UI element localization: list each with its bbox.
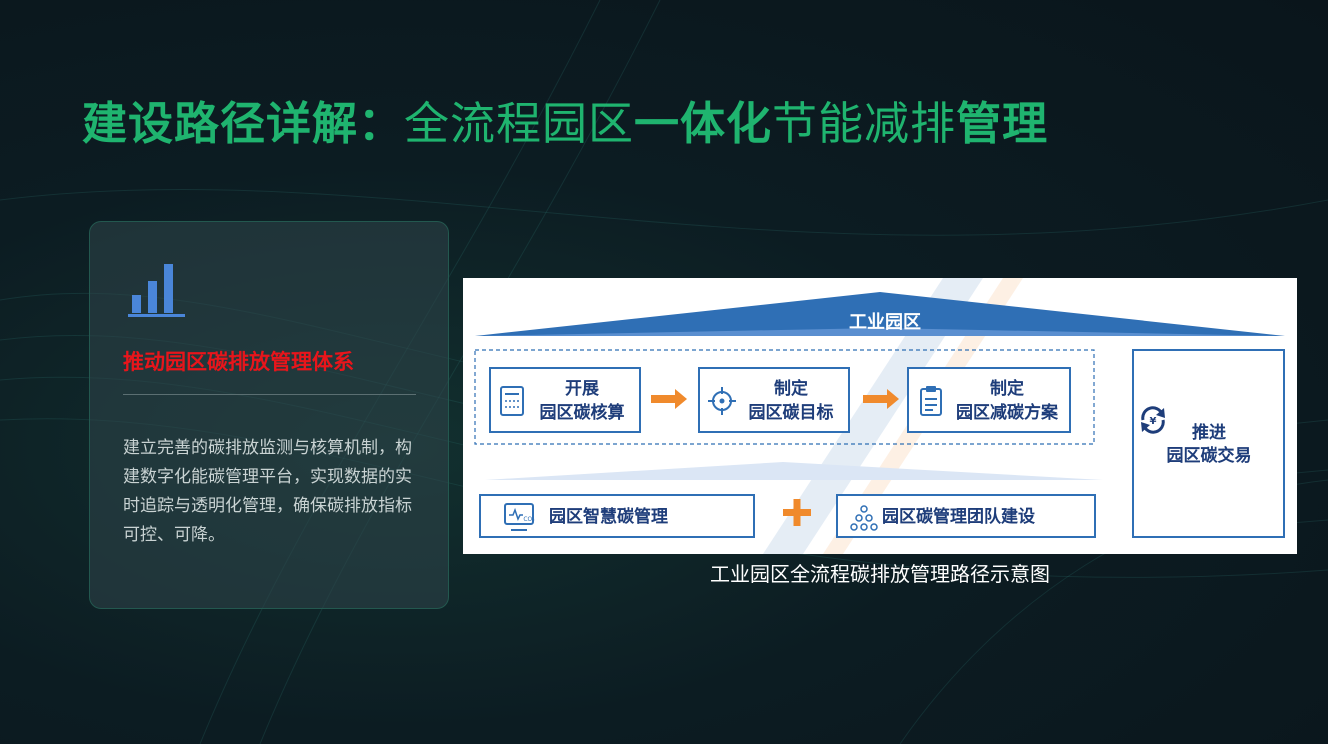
title-part2: 全流程园区 bbox=[404, 97, 635, 150]
step3-line2: 园区减碳方案 bbox=[956, 403, 1058, 423]
step-reduction-plan: 制定 园区减碳方案 bbox=[907, 367, 1071, 433]
smart-label: 园区智慧碳管理 bbox=[549, 507, 668, 527]
card-description: 建立完善的碳排放监测与核算机制，构建数字化能碳管理平台，实现数据的实时追踪与透明… bbox=[123, 438, 412, 545]
calculator-icon bbox=[500, 386, 524, 416]
title-part3: 一体化 bbox=[634, 97, 773, 150]
clipboard-icon bbox=[920, 386, 942, 416]
bar-chart-icon bbox=[128, 264, 185, 317]
step2-line1: 制定 bbox=[774, 379, 808, 399]
step-carbon-accounting: 开展 园区碳核算 bbox=[489, 367, 641, 433]
carbon-trading-box: ¥ 推进 园区碳交易 bbox=[1132, 349, 1285, 538]
roof-label: 工业园区 bbox=[849, 312, 921, 333]
info-card: 推动园区碳排放管理体系 建立完善的碳排放监测与核算机制，构建数字化能碳管理平台，… bbox=[89, 221, 449, 609]
trade-line2: 园区碳交易 bbox=[1166, 446, 1252, 466]
page-title: 建设路径详解：全流程园区一体化节能减排管理 bbox=[82, 92, 1048, 156]
step1-line1: 开展 bbox=[565, 379, 599, 399]
step2-line2: 园区碳目标 bbox=[748, 403, 834, 423]
step3-line1: 制定 bbox=[990, 379, 1024, 399]
step1-line2: 园区碳核算 bbox=[539, 403, 625, 423]
title-part4: 节能减排 bbox=[772, 97, 957, 150]
target-icon bbox=[708, 387, 736, 415]
path-diagram: 工业园区 开展 园区碳核算 制定 园区碳目标 制定 bbox=[463, 278, 1297, 554]
team-label: 园区碳管理团队建设 bbox=[882, 507, 1035, 527]
diagram-caption: 工业园区全流程碳排放管理路径示意图 bbox=[710, 562, 1050, 586]
divider bbox=[123, 394, 416, 395]
card-heading: 推动园区碳排放管理体系 bbox=[123, 350, 354, 374]
svg-text:CO₂: CO₂ bbox=[523, 516, 535, 523]
step-carbon-target: 制定 园区碳目标 bbox=[698, 367, 850, 433]
team-icon bbox=[850, 505, 878, 531]
co2-monitor-icon: CO₂ bbox=[504, 503, 535, 531]
title-part5: 管理 bbox=[956, 97, 1049, 150]
svg-text:¥: ¥ bbox=[1150, 416, 1157, 427]
title-part1: 建设路径详解： bbox=[82, 97, 405, 150]
smart-carbon-box: CO₂ 园区智慧碳管理 bbox=[479, 494, 755, 538]
yen-cycle-icon: ¥ bbox=[1141, 406, 1165, 434]
team-building-box: 园区碳管理团队建设 bbox=[836, 494, 1096, 538]
trade-line1: 推进 bbox=[1192, 423, 1226, 443]
